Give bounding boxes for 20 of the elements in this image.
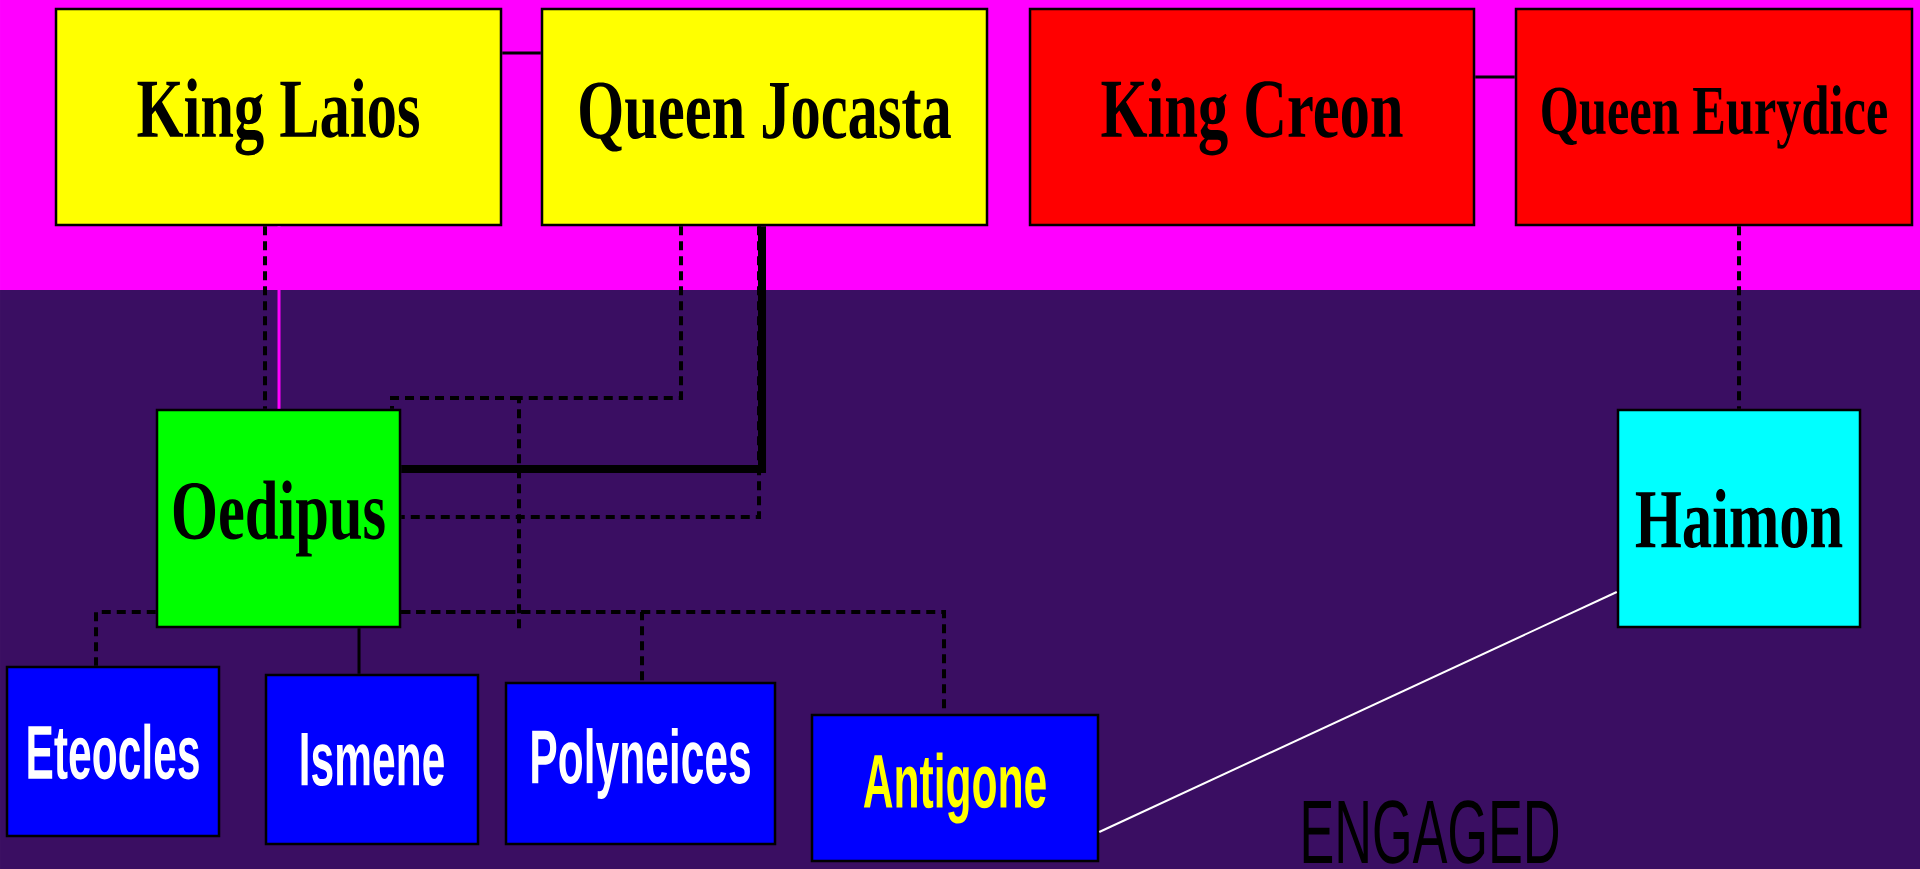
annotation-text: ENGAGED bbox=[1303, 800, 1559, 864]
person-box: Antigone bbox=[810, 713, 1100, 863]
connector-line bbox=[357, 628, 361, 674]
person-box: King Laios bbox=[54, 7, 503, 227]
person-box: Queen Eurydice bbox=[1514, 7, 1914, 227]
person-box: King Creon bbox=[1028, 7, 1476, 227]
connector-line bbox=[401, 226, 761, 519]
person-box: Queen Jocasta bbox=[540, 7, 989, 227]
connector-line bbox=[1737, 226, 1741, 409]
person-box: Polyneices bbox=[504, 681, 777, 846]
person-box: Ismene bbox=[264, 673, 480, 846]
person-box: Haimon bbox=[1616, 408, 1862, 629]
connector-line bbox=[502, 51, 541, 55]
connector-line bbox=[277, 226, 281, 409]
connector-line bbox=[263, 226, 267, 409]
connector-line bbox=[1098, 591, 1618, 833]
connector-line bbox=[1475, 75, 1515, 79]
connector-line bbox=[94, 610, 156, 666]
person-box: Oedipus bbox=[155, 408, 402, 629]
person-box: Eteocles bbox=[5, 665, 221, 838]
